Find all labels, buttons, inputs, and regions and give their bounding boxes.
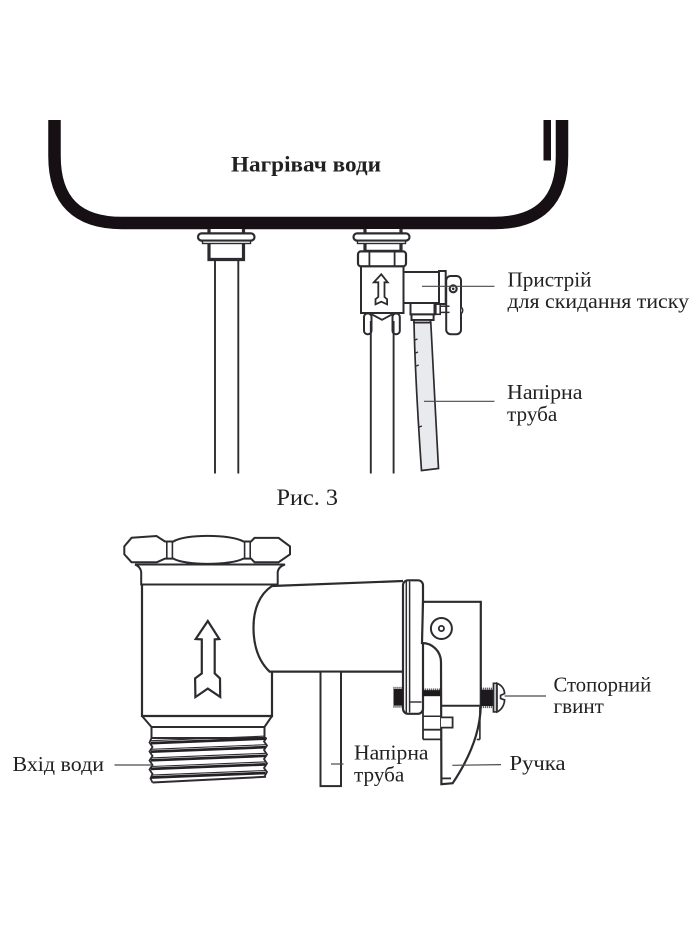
svg-text:Напірна: Напірна bbox=[507, 380, 583, 404]
svg-text:Нагрівач води: Нагрівач води bbox=[231, 152, 381, 177]
svg-text:труба: труба bbox=[507, 402, 558, 426]
svg-text:гвинт: гвинт bbox=[554, 694, 604, 718]
svg-text:Стопорний: Стопорний bbox=[554, 673, 652, 697]
svg-text:Ручка: Ручка bbox=[510, 751, 567, 775]
svg-text:Пристрій: Пристрій bbox=[508, 268, 592, 292]
svg-text:Вхід води: Вхід води bbox=[13, 752, 105, 776]
svg-text:Напірна: Напірна bbox=[354, 741, 429, 765]
svg-text:Рис. 3: Рис. 3 bbox=[277, 485, 339, 510]
svg-text:труба: труба bbox=[354, 763, 405, 787]
svg-text:для скидання тиску: для скидання тиску bbox=[508, 289, 690, 313]
